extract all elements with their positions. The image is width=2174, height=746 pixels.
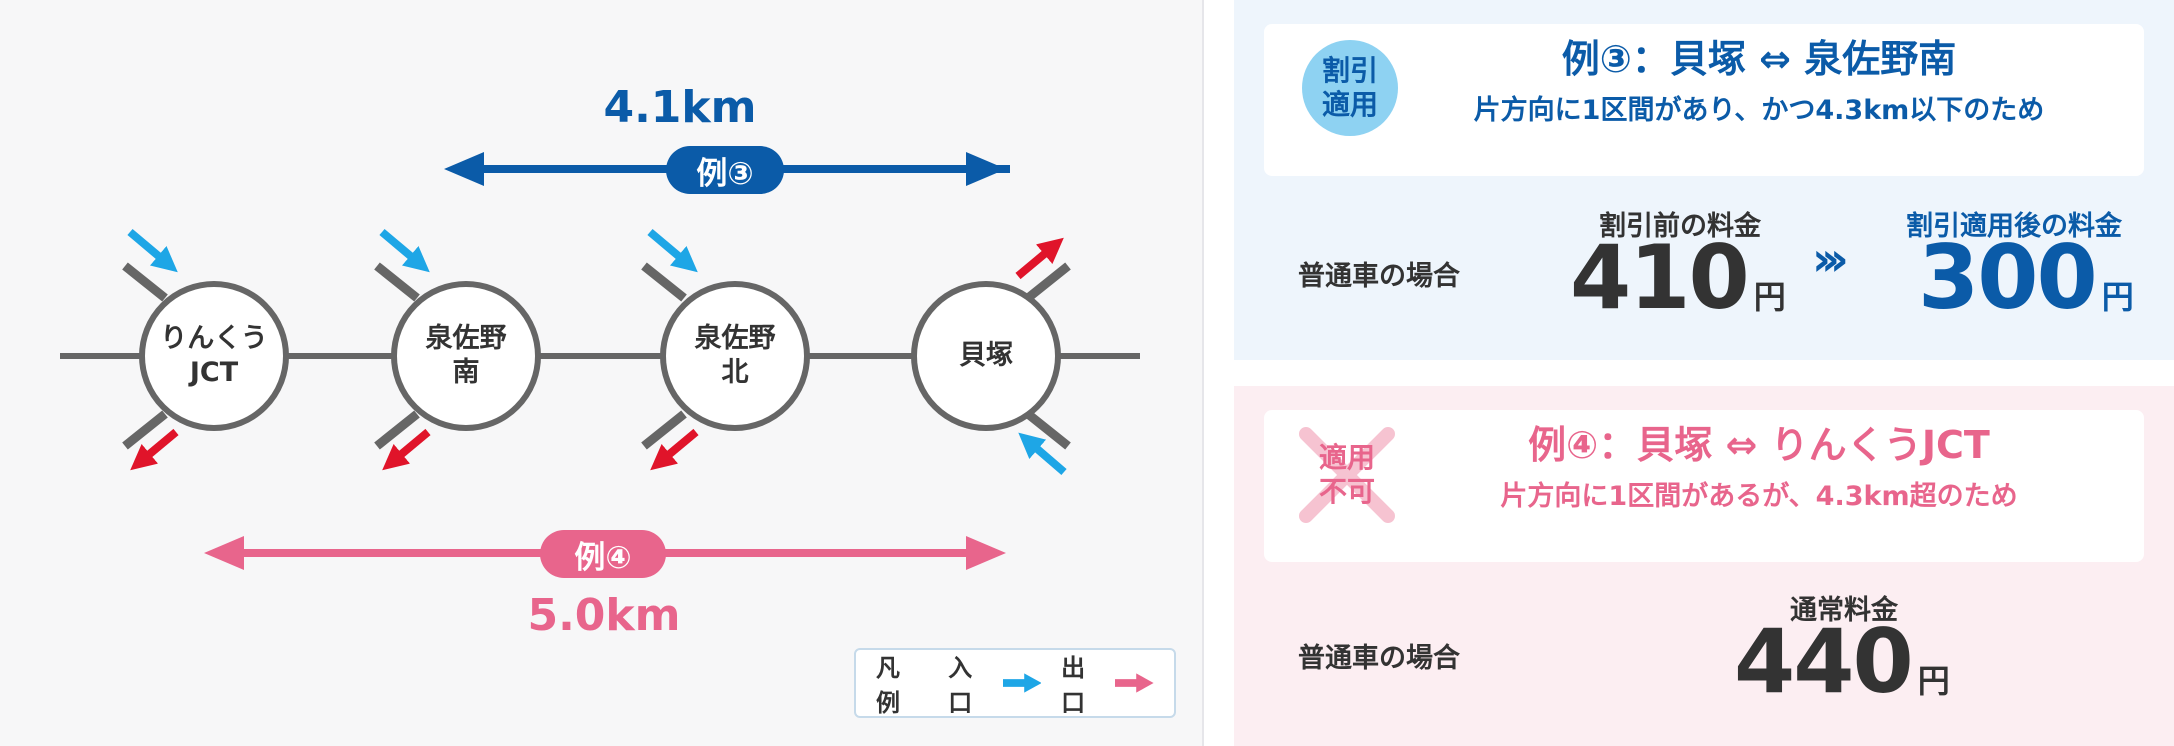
entrance-arrow-rinku	[127, 228, 178, 273]
before-price-label: 割引前の料金	[1599, 211, 1761, 242]
legend-entrance-label: 入口	[948, 654, 973, 717]
station-circle-kaizuka	[911, 281, 1061, 431]
route-diagram	[60, 152, 1140, 570]
ramp-izumisanokita-upper	[641, 262, 687, 302]
legend-entrance-arrow-icon	[1002, 673, 1042, 693]
discount-title-box	[1264, 24, 2144, 176]
normal-price: 440 円	[1734, 610, 1950, 713]
ramp-izumisanominami-upper	[374, 262, 420, 302]
ramp-kaizuka-lower	[1025, 410, 1071, 450]
chevron-right-icon: ›››	[1812, 232, 1849, 286]
after-price: 300 円	[1918, 226, 2134, 329]
station-label-kaizuka: 貝塚	[959, 340, 1013, 371]
station-label-izumisano-minami: 泉佐野 南	[425, 323, 507, 388]
after-price-yen: 円	[2101, 278, 2134, 316]
entrance-arrow-izumisanokita	[647, 228, 698, 273]
normal-price-yen: 円	[1917, 662, 1950, 700]
vehicle-type-label: 普通車の場合	[1298, 261, 1460, 292]
exit-arrow-izumisanokita	[650, 428, 699, 471]
discount-applicable-badge: 割引 適用	[1302, 40, 1398, 136]
before-price-yen: 円	[1753, 278, 1786, 316]
vehicle-type-label: 普通車の場合	[1298, 643, 1460, 674]
entrance-arrow-izumisanominami	[379, 228, 430, 273]
exit-arrow-kaizuka	[1015, 237, 1064, 280]
ramp-rinku-lower	[122, 410, 168, 450]
legend-exit-arrow-icon	[1115, 673, 1154, 693]
station-label-rinku-jct: りんくう JCT	[160, 323, 268, 388]
no-discount-case-title: 例④：貝塚 ⇔ りんくうJCT	[1528, 423, 1990, 467]
example3-pill: 例③	[666, 146, 784, 194]
not-applicable-badge: 適用 不可	[1318, 441, 1375, 508]
exit-arrow-rinku	[130, 428, 179, 471]
after-price-label: 割引適用後の料金	[1906, 211, 2122, 242]
station-label-izumisano-kita: 泉佐野 北	[694, 323, 776, 388]
ramp-rinku-upper	[122, 262, 168, 302]
ramp-izumisanokita-lower	[641, 410, 687, 450]
no-discount-case-subtitle: 片方向に1区間があるが、4.3km超のため	[1500, 481, 2018, 512]
normal-price-label: 通常料金	[1790, 595, 1898, 626]
before-price-value: 410	[1570, 226, 1750, 329]
example4-distance: 5.0km	[527, 590, 681, 641]
station-circle-izumisano-minami	[391, 281, 541, 431]
legend-exit-label: 出口	[1061, 654, 1086, 717]
entrance-arrow-kaizuka	[1018, 432, 1067, 476]
station-circle-izumisano-kita	[660, 281, 810, 431]
cross-icon	[1299, 427, 1395, 523]
ramp-izumisanominami-lower	[374, 410, 420, 450]
exit-arrow-izumisanominami	[382, 428, 431, 471]
example3-arrow-left-head	[444, 152, 484, 186]
discount-applicable-card: 割引 適用 例③：貝塚 ⇔ 泉佐野南 片方向に1区間があり、かつ4.3km以下の…	[1234, 0, 2174, 360]
after-price-value: 300	[1918, 226, 2098, 329]
example4-pill: 例④	[540, 530, 666, 578]
normal-price-value: 440	[1734, 610, 1914, 713]
discount-not-applicable-card: 適用 不可 例④：貝塚 ⇔ りんくうJCT 片方向に1区間があるが、4.3km超…	[1234, 386, 2174, 746]
before-price: 410 円	[1570, 226, 1786, 329]
example4-arrow-left-head	[204, 536, 244, 570]
route-diagram-panel: 4.1km 例③ 例④ 5.0km りんくう JCT 泉佐野 南 泉佐野 北 貝…	[60, 0, 1204, 746]
legend: 凡例 入口 出口	[854, 648, 1176, 718]
station-circle-rinku-jct	[139, 281, 289, 431]
example4-arrow-right-head	[966, 536, 1006, 570]
discount-case-subtitle: 片方向に1区間があり、かつ4.3km以下のため	[1473, 95, 2045, 126]
example3-distance: 4.1km	[603, 82, 757, 133]
ramp-kaizuka-upper	[1025, 262, 1071, 302]
no-discount-title-box	[1264, 410, 2144, 562]
example3-arrow-right-head	[966, 152, 1006, 186]
legend-title: 凡例	[876, 654, 900, 717]
ramp-stubs	[122, 262, 1071, 450]
discount-case-title: 例③：貝塚 ⇔ 泉佐野南	[1561, 37, 1957, 81]
